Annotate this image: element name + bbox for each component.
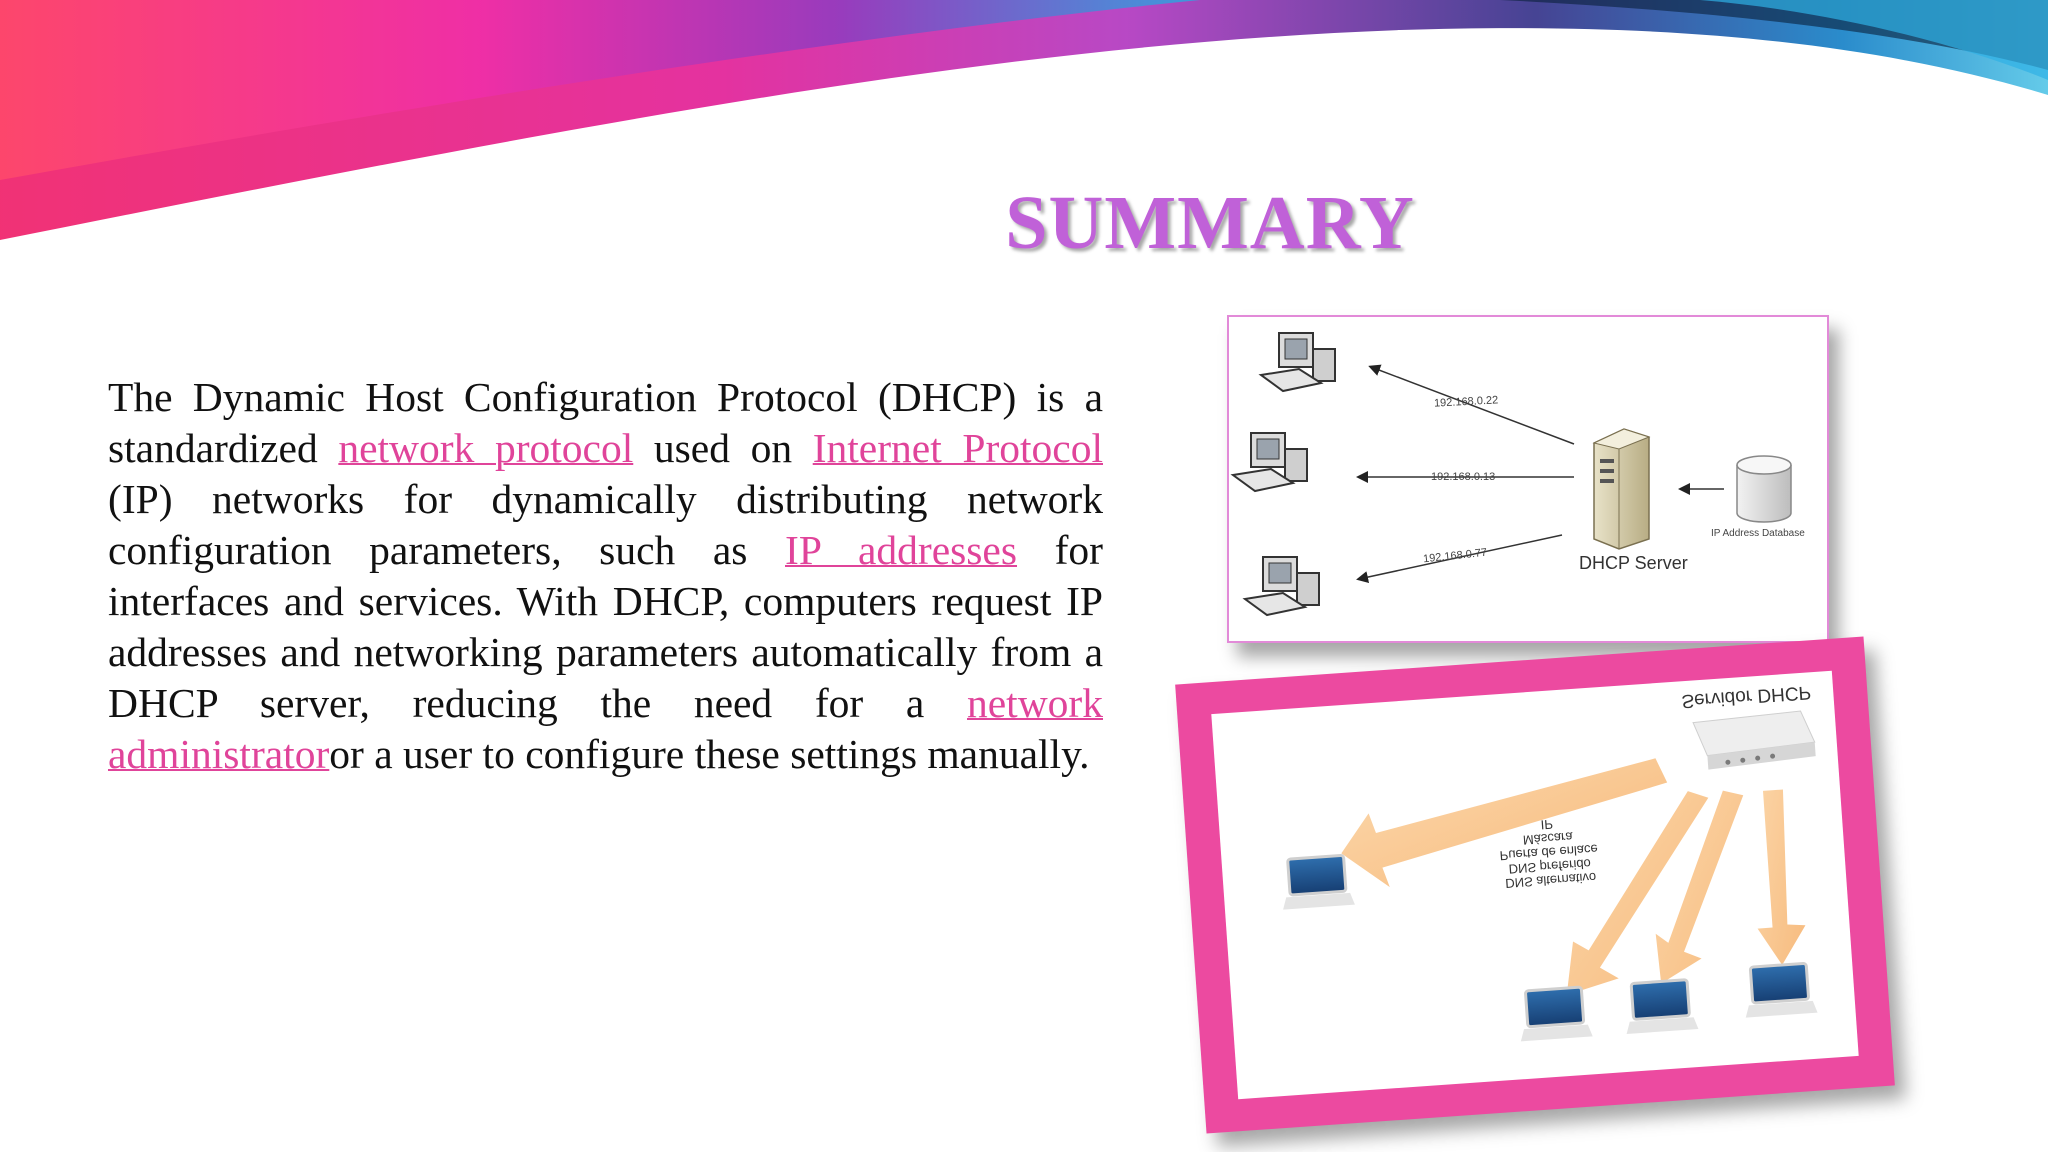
- dhcp-diagram-image: 192.168.0.22 192.168.0.13 192.168.0.77 D…: [1227, 315, 1829, 643]
- laptop-icon: [1283, 853, 1355, 910]
- database-icon: [1736, 455, 1792, 523]
- router-icon: [1692, 710, 1816, 770]
- database-label: IP Address Database: [1711, 528, 1805, 539]
- arrow-shape: [1757, 789, 1806, 965]
- dhcp-illustration-frame: Servidor DHCP DNS alternativo DNS prefer…: [1175, 636, 1895, 1134]
- decorative-swoosh: [0, 0, 2048, 240]
- text-segment: for interfaces and services. With DHCP, …: [108, 527, 1104, 726]
- link-internet-protocol[interactable]: Internet Protocol: [812, 425, 1103, 471]
- text-segment: (IP) networks for dynamically distributi…: [108, 476, 1103, 573]
- arrow-line: [1356, 534, 1563, 583]
- text-segment: used on: [633, 425, 813, 471]
- slide-title: SUMMARY: [1005, 181, 1415, 265]
- dhcp-server-label: DHCP Server: [1579, 553, 1688, 573]
- link-network-administrator[interactable]: network administrator: [108, 680, 1103, 777]
- computer-icon: [1230, 432, 1308, 493]
- text-segment: The Dynamic Host Configuration Protocol …: [108, 374, 1103, 471]
- dhcp-illustration-graphic: [1283, 710, 1818, 1042]
- server-icon: [1592, 428, 1651, 550]
- body-paragraph: The Dynamic Host Configuration Protocol …: [108, 372, 1103, 780]
- computer-icon: [1258, 332, 1336, 393]
- arrow-shape: [1655, 790, 1744, 984]
- dhcp-diagram-graphic: [1230, 332, 1792, 617]
- arrow-shape: [1566, 791, 1709, 996]
- config-lines: DNS alternativo DNS preferido Puerta de …: [1481, 813, 1616, 892]
- arrow-line: [1368, 364, 1575, 445]
- arrow-shape: [1341, 758, 1668, 888]
- ip-label-2: 192.168.0.13: [1431, 471, 1496, 483]
- dhcp-illustration-image: Servidor DHCP DNS alternativo DNS prefer…: [1211, 670, 1859, 1100]
- link-ip-addresses[interactable]: IP addresses: [785, 527, 1018, 573]
- text-segment: or a user to configure these settings ma…: [329, 731, 1090, 777]
- computer-icon: [1242, 556, 1320, 617]
- laptop-icon: [1520, 985, 1593, 1042]
- laptop-icon: [1626, 978, 1699, 1034]
- laptop-icon: [1745, 961, 1818, 1018]
- link-network-protocol[interactable]: network protocol: [338, 425, 634, 471]
